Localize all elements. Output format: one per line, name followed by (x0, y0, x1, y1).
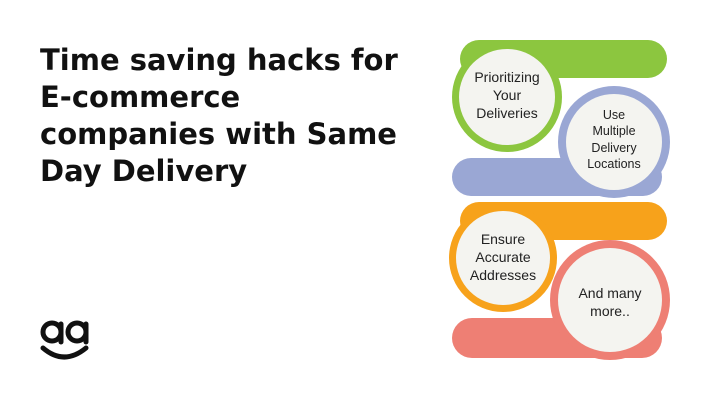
step-2-line: Use (602, 108, 626, 122)
steps-graphic: Prioritizing Your Deliveries Use Multipl… (440, 30, 680, 370)
step-1-line: Deliveries (476, 105, 538, 122)
headline: Time saving hacks for E-commerce compani… (40, 42, 430, 190)
step-1-label: Prioritizing Your Deliveries (462, 68, 552, 123)
headline-line-2: E-commerce (40, 80, 241, 114)
step-2-line: Multiple (592, 124, 636, 139)
step-3-label: Ensure Accurate Addresses (458, 230, 548, 285)
step-4-circle (558, 248, 662, 352)
step-2-line: Delivery (591, 140, 637, 155)
headline-line-1: Time saving hacks for (40, 43, 398, 77)
step-1-line: Your (492, 87, 522, 104)
headline-line-4: Day Delivery (40, 154, 248, 188)
step-4-line: more.. (590, 303, 630, 320)
step-4-line: And many (578, 285, 642, 301)
company-logo (40, 318, 92, 364)
step-1-circle (459, 49, 555, 145)
step-3-line: Addresses (469, 267, 537, 284)
steps-shapes (449, 40, 670, 360)
step-3-line: Ensure (480, 231, 526, 247)
logo-mark-icon (40, 320, 89, 360)
step-2-label: Use Multiple Delivery Locations (574, 107, 654, 172)
step-2-circle (566, 94, 662, 190)
step-3-circle (456, 211, 550, 305)
headline-line-3: companies with Same (40, 117, 397, 151)
step-2-line: Locations (587, 156, 641, 171)
step-3-line: Accurate (475, 249, 531, 266)
step-1-line: Prioritizing (474, 69, 540, 85)
step-4-label: And many more.. (565, 284, 655, 320)
